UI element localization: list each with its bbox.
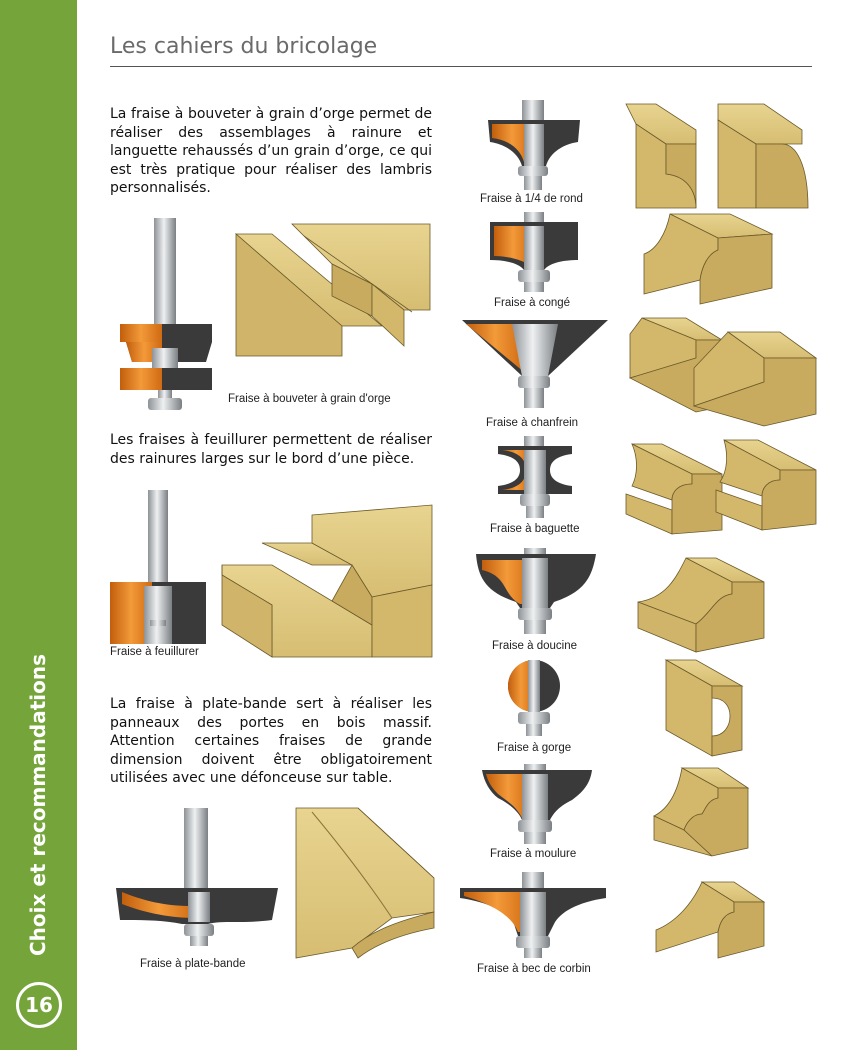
caption-baguette: Fraise à baguette — [490, 523, 580, 535]
doucine-cutter-image — [476, 548, 596, 634]
quart-rond-profile-a — [625, 103, 697, 209]
moulure-cutter-image — [482, 764, 592, 844]
caption-quart-rond: Fraise à 1/4 de rond — [480, 193, 583, 205]
paragraph-plate-bande: La fraise à plate-bande sert à réaliser … — [110, 696, 432, 786]
bouveter-cutter-image — [120, 218, 212, 410]
chanfrein-cutter-image — [462, 320, 608, 408]
gorge-profile — [664, 659, 744, 757]
paragraph-feuillurer: Les fraises à feuillurer permettent de r… — [110, 432, 432, 467]
caption-feuillurer: Fraise à feuillurer — [110, 646, 199, 658]
paragraph-bouveter: La fraise à bouveter à grain d’orge perm… — [110, 106, 432, 196]
quart-rond-profile-b — [717, 103, 809, 209]
bec-de-corbin-profile — [655, 881, 766, 959]
caption-bouveter: Fraise à bouveter à grain d'orge — [228, 393, 391, 405]
header-divider — [110, 66, 812, 67]
chanfrein-profile-b — [692, 331, 818, 427]
quart-rond-cutter-image — [488, 100, 580, 190]
page-number: 16 — [16, 982, 62, 1028]
baguette-cutter-image — [498, 436, 572, 518]
gorge-cutter-image — [508, 660, 560, 736]
bec-de-corbin-cutter-image — [460, 872, 606, 958]
caption-gorge: Fraise à gorge — [497, 742, 572, 754]
plate-bande-wood-image — [295, 807, 435, 959]
caption-bec-de-corbin: Fraise à bec de corbin — [477, 963, 591, 975]
feuillurer-wood-image — [221, 504, 433, 658]
plate-bande-cutter-image — [116, 808, 278, 946]
bouveter-wood-image — [234, 223, 431, 357]
baguette-profile-a — [625, 443, 723, 535]
caption-doucine: Fraise à doucine — [492, 640, 578, 652]
caption-chanfrein: Fraise à chanfrein — [486, 417, 579, 429]
moulure-profile — [653, 767, 750, 857]
feuillurer-cutter-image — [110, 490, 206, 644]
section-title: Choix et recommandations — [26, 653, 50, 957]
caption-conge: Fraise à congé — [494, 297, 571, 309]
baguette-profile-b — [715, 439, 817, 531]
page-header: Les cahiers du bricolage — [110, 34, 378, 59]
conge-cutter-image — [490, 212, 578, 292]
conge-profile — [643, 213, 774, 305]
caption-plate-bande: Fraise à plate-bande — [140, 958, 246, 970]
doucine-profile — [637, 557, 765, 653]
sidebar: Choix et recommandations 16 — [0, 0, 77, 1050]
caption-moulure: Fraise à moulure — [490, 848, 577, 860]
